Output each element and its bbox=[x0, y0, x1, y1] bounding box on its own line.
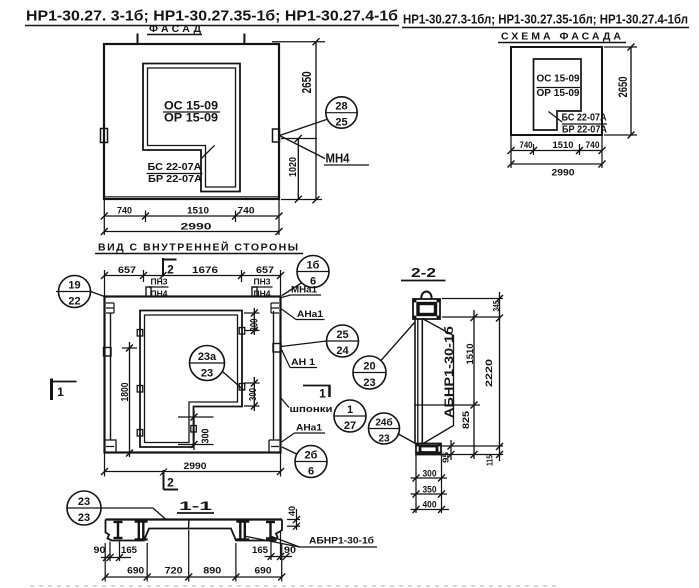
svg-text:ПН3: ПН3 bbox=[151, 278, 169, 287]
svg-text:2990: 2990 bbox=[184, 461, 207, 472]
svg-text:300: 300 bbox=[423, 469, 437, 480]
svg-text:95: 95 bbox=[442, 451, 451, 463]
svg-text:690: 690 bbox=[255, 566, 272, 577]
svg-text:40: 40 bbox=[287, 506, 297, 516]
svg-text:ОС 15-09: ОС 15-09 bbox=[164, 99, 218, 113]
svg-text:2650: 2650 bbox=[299, 71, 314, 93]
svg-text:23: 23 bbox=[201, 368, 213, 380]
svg-text:24б: 24б bbox=[375, 417, 392, 429]
svg-text:300: 300 bbox=[247, 388, 259, 401]
svg-text:690: 690 bbox=[127, 566, 144, 577]
svg-text:1510: 1510 bbox=[187, 206, 209, 217]
svg-text:115: 115 bbox=[485, 455, 495, 466]
svg-text:БС 22-07А: БС 22-07А bbox=[148, 161, 202, 173]
svg-text:23а: 23а bbox=[198, 351, 217, 363]
svg-text:23: 23 bbox=[363, 377, 375, 389]
svg-text:22: 22 bbox=[68, 296, 80, 308]
svg-text:25: 25 bbox=[336, 329, 348, 341]
svg-text:23: 23 bbox=[78, 496, 90, 508]
svg-text:28: 28 bbox=[335, 101, 347, 113]
svg-text:2-2: 2-2 bbox=[411, 266, 436, 280]
svg-text:АНа1: АНа1 bbox=[297, 309, 324, 320]
svg-text:740: 740 bbox=[520, 140, 533, 150]
svg-text:1510: 1510 bbox=[465, 344, 476, 365]
svg-text:345: 345 bbox=[491, 300, 501, 311]
svg-text:1б: 1б bbox=[307, 260, 320, 272]
svg-text:2220: 2220 bbox=[484, 359, 495, 387]
svg-text:НР1-30.27. 3-1б; НР1-30.27.35: НР1-30.27. 3-1б; НР1-30.27.35-1б; НР1-30… bbox=[26, 9, 398, 25]
svg-text:350: 350 bbox=[423, 485, 437, 496]
svg-text:1-1: 1-1 bbox=[179, 499, 213, 513]
svg-text:1676: 1676 bbox=[192, 265, 218, 276]
svg-text:2990: 2990 bbox=[552, 168, 575, 179]
svg-text:90: 90 bbox=[284, 545, 296, 555]
svg-text:ОР 15-09: ОР 15-09 bbox=[537, 88, 580, 99]
svg-text:165: 165 bbox=[121, 545, 137, 555]
svg-text:2: 2 bbox=[167, 263, 174, 277]
svg-text:1: 1 bbox=[57, 385, 64, 399]
svg-text:657: 657 bbox=[118, 265, 136, 276]
svg-text:890: 890 bbox=[203, 566, 221, 577]
svg-text:АН 1: АН 1 bbox=[291, 357, 316, 368]
svg-text:300: 300 bbox=[201, 428, 212, 443]
svg-text:МНа1: МНа1 bbox=[291, 285, 318, 296]
svg-text:740: 740 bbox=[586, 140, 600, 150]
svg-text:165: 165 bbox=[252, 545, 268, 555]
svg-text:ПН4: ПН4 bbox=[151, 290, 169, 299]
svg-text:АБНР1-30-1б: АБНР1-30-1б bbox=[444, 326, 456, 418]
svg-text:БР 22-07А: БР 22-07А bbox=[148, 173, 202, 185]
svg-text:23: 23 bbox=[78, 512, 90, 524]
svg-text:ПН4: ПН4 bbox=[254, 290, 272, 299]
svg-text:27: 27 bbox=[344, 420, 356, 432]
svg-text:1020: 1020 bbox=[288, 157, 299, 177]
svg-text:20: 20 bbox=[363, 361, 375, 373]
svg-text:24: 24 bbox=[336, 345, 349, 357]
svg-text:2б: 2б bbox=[305, 450, 318, 462]
svg-text:2650: 2650 bbox=[618, 77, 630, 98]
svg-text:400: 400 bbox=[423, 500, 437, 511]
svg-text:шпонки: шпонки bbox=[290, 404, 333, 415]
svg-text:23: 23 bbox=[378, 434, 390, 445]
svg-text:ОС 15-09: ОС 15-09 bbox=[537, 74, 580, 85]
svg-text:825: 825 bbox=[461, 410, 472, 429]
svg-text:740: 740 bbox=[238, 206, 255, 217]
svg-text:ФАСАД: ФАСАД bbox=[149, 23, 202, 35]
svg-text:ВИД С ВНУТРЕННЕЙ СТОРОНЫ: ВИД С ВНУТРЕННЕЙ СТОРОНЫ bbox=[98, 241, 298, 254]
svg-text:300: 300 bbox=[249, 319, 261, 332]
svg-text:90: 90 bbox=[94, 545, 106, 555]
svg-text:1510: 1510 bbox=[553, 140, 574, 150]
svg-text:657: 657 bbox=[256, 265, 274, 276]
svg-text:ОР 15-09: ОР 15-09 bbox=[164, 111, 218, 125]
svg-text:2990: 2990 bbox=[181, 222, 212, 233]
svg-text:720: 720 bbox=[165, 566, 183, 577]
svg-text:БС 22-07А: БС 22-07А bbox=[562, 113, 607, 124]
svg-text:740: 740 bbox=[117, 206, 132, 217]
svg-text:ПН3: ПН3 bbox=[254, 278, 272, 287]
svg-text:МН4: МН4 bbox=[326, 152, 350, 166]
svg-text:БР 22-07А: БР 22-07А bbox=[562, 125, 607, 136]
svg-text:6: 6 bbox=[308, 466, 314, 478]
svg-text:1800: 1800 bbox=[120, 382, 131, 401]
svg-text:25: 25 bbox=[335, 117, 347, 129]
svg-text:АНа1: АНа1 bbox=[296, 423, 323, 434]
svg-text:АБНР1-30-1б: АБНР1-30-1б bbox=[309, 536, 374, 547]
svg-text:2: 2 bbox=[167, 476, 174, 490]
svg-text:СХЕМА ФАСАДА: СХЕМА ФАСАДА bbox=[501, 31, 621, 43]
svg-text:НР1-30.27.3-1бл; НР1-30.27.35-: НР1-30.27.3-1бл; НР1-30.27.35-1бл; НР1-3… bbox=[403, 12, 688, 27]
svg-text:6: 6 bbox=[310, 276, 316, 288]
svg-text:19: 19 bbox=[68, 280, 80, 292]
svg-text:1: 1 bbox=[347, 404, 353, 416]
svg-text:1: 1 bbox=[319, 387, 326, 401]
